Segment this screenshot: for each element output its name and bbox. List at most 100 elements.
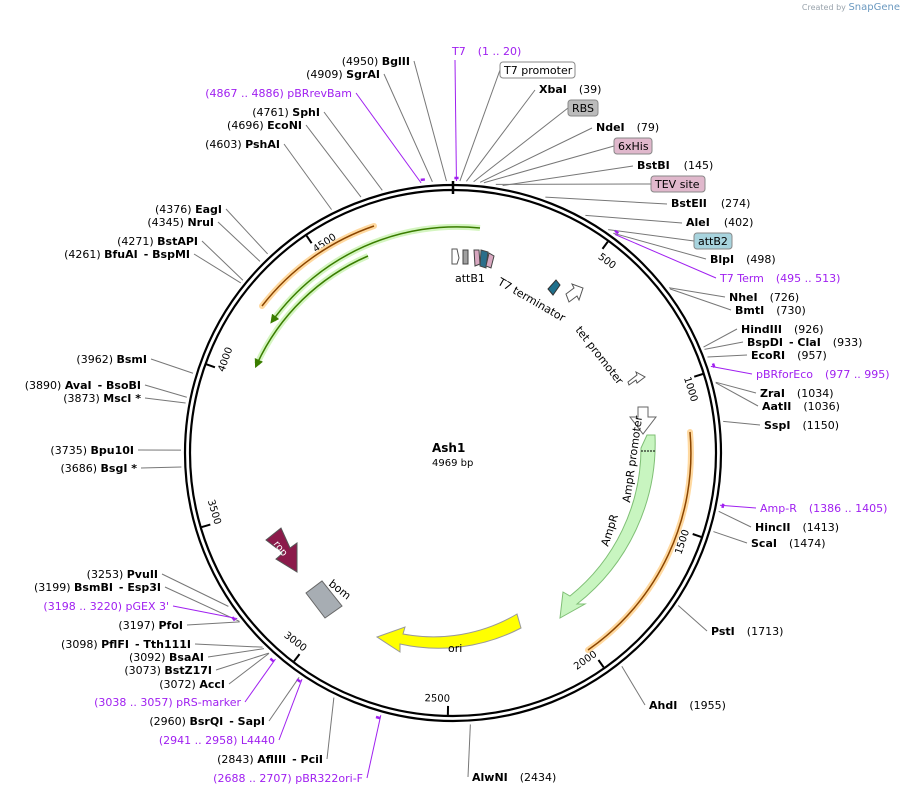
- site-label-pfoi: (3197) PfoI: [118, 619, 183, 632]
- leader-nrui: [217, 221, 261, 262]
- site-label-bsmbi: (3199) BsmBI- Esp3I: [34, 581, 161, 594]
- leader-msci-: [144, 397, 186, 404]
- leader-pbrrevbam: [355, 92, 422, 184]
- primer-mark-t7-term: [614, 229, 620, 235]
- bom-feature-box: [305, 580, 343, 619]
- leader-afliii: [326, 697, 335, 760]
- leader-aatii: [715, 382, 759, 407]
- ampr-promoter-arrow: [628, 406, 658, 435]
- leader-ecori: [707, 354, 748, 358]
- tev-box: [650, 175, 706, 193]
- site-label-hindiii: HindIII(926): [741, 323, 824, 336]
- leader-bsgi-: [140, 466, 182, 469]
- tev-marker: [479, 249, 489, 269]
- site-label-bglii: (4950) BglII: [342, 55, 410, 68]
- leader-top-bsteii: [545, 196, 668, 205]
- snapgene-logo: SnapGene: [848, 2, 900, 13]
- primer-mark-pbr322ori-f: [375, 715, 381, 720]
- tev-box-label: TEV site: [654, 178, 700, 191]
- top-labels: T7(1 .. 20) T7 promoter XbaI(39) RBS Nde…: [451, 45, 753, 250]
- attb2-box-label: attB2: [698, 235, 728, 248]
- site-label-pshai: (4603) PshAI: [205, 138, 280, 151]
- upper-left-orange-arc: [259, 223, 377, 309]
- site-label-bsrqi: (2960) BsrQI- SapI: [149, 715, 265, 728]
- leader-top-ndei: [479, 127, 593, 183]
- tet-promoter-label: tet promoter: [573, 324, 627, 387]
- leader-zrai: [715, 381, 757, 394]
- bstbi-label: BstBI(145): [637, 159, 713, 172]
- leader-top-attb2: [608, 229, 695, 242]
- leader-top-alei: [585, 214, 683, 224]
- leader-nhei: [668, 287, 726, 298]
- rop-feature-arrow: [265, 527, 298, 573]
- leader-sphi: [323, 111, 383, 191]
- attb1-marker: [451, 248, 460, 265]
- leader-pvuii: [161, 573, 229, 607]
- site-label-sspi: SspI(1150): [764, 419, 839, 432]
- tick-label-2500: 2500: [424, 693, 450, 704]
- site-label-ecori: EcoRI(957): [751, 349, 827, 362]
- site-labels: BlpI(498)T7 Term(495 .. 513)NheI(726)Bmt…: [25, 55, 890, 785]
- leader-hindiii: [703, 328, 738, 348]
- leader-pfoi: [186, 621, 240, 626]
- his-box-label: 6xHis: [618, 140, 649, 153]
- leader-econi: [305, 124, 362, 198]
- leader-alwni: [467, 724, 471, 778]
- primer-mark-l4440: [296, 678, 302, 683]
- primer-mark-prs-marker: [269, 657, 275, 663]
- credit-prefix: Created by: [801, 3, 846, 12]
- alei-label: AleI(402): [686, 216, 753, 229]
- t7-promoter-box: [499, 61, 576, 79]
- rbs-marker: [462, 249, 469, 265]
- site-label-econi: (4696) EcoNI: [227, 119, 302, 132]
- site-label-t7-term: T7 Term(495 .. 513): [719, 272, 840, 285]
- ndei-label: NdeI(79): [596, 121, 659, 134]
- leader-psti: [677, 605, 708, 632]
- site-label-acci: (3072) AccI: [159, 678, 225, 691]
- leader-bfuai: [193, 253, 242, 284]
- primer-mark-amp-r: [721, 503, 725, 509]
- site-label-pbrforeco: pBRforEco(977 .. 995): [756, 368, 890, 381]
- tick-500: [601, 241, 609, 250]
- site-label-bspdi: BspDI- ClaI(933): [747, 336, 862, 349]
- leader-bsmbi: [164, 586, 240, 622]
- site-label-bfuai: (4261) BfuAI- BspMI: [64, 248, 190, 261]
- site-label-afliii: (2843) AflIII- PciI: [217, 753, 323, 766]
- leader-pshai: [283, 143, 332, 210]
- tick-1000: [693, 373, 704, 378]
- site-label-l4440: (2941 .. 2958) L4440: [159, 734, 275, 747]
- snapgene-credit: Created by SnapGene: [802, 2, 900, 13]
- tick-label-4000: 4000: [216, 346, 235, 374]
- leader-pbrforeco: [710, 365, 753, 375]
- leader-hincii: [718, 510, 752, 528]
- site-label-blpi: BlpI(498): [710, 253, 776, 266]
- tick-4500: [305, 235, 313, 244]
- leader-pflfi: [194, 643, 263, 648]
- site-label-bstz17i: (3073) BstZ17I: [124, 664, 212, 677]
- primer-mark-pgex-3-: [231, 616, 236, 622]
- leader-bspdi: [704, 341, 744, 350]
- site-label-pbr322ori-f: (2688 .. 2707) pBR322ori-F: [213, 772, 363, 785]
- site-label-sgrai: (4909) SgrAI: [306, 68, 380, 81]
- site-label-nhei: NheI(726): [729, 291, 799, 304]
- leader-bstapi: [201, 240, 244, 281]
- his-box: [613, 137, 653, 155]
- tick-label-3000: 3000: [282, 630, 309, 654]
- attb2-marker: [485, 252, 495, 269]
- site-label-ahdi: AhdI(1955): [649, 699, 726, 712]
- leader-scai: [713, 531, 748, 544]
- rbs-box: [567, 99, 599, 117]
- leader-bmti: [669, 288, 732, 311]
- leader-bstz17i: [215, 652, 269, 671]
- attb1-label: attB1: [455, 272, 485, 285]
- label-leader-lines: [137, 59, 761, 779]
- bsteii-label: BstEII(274): [671, 197, 750, 210]
- xbai-label: XbaI(39): [539, 83, 601, 96]
- site-label-pbrrevbam: (4867 .. 4886) pBRrevBam: [205, 87, 352, 100]
- tick-label-3500: 3500: [205, 498, 223, 526]
- leader-top-t7: [454, 59, 457, 182]
- tet-promoter-arrow: [627, 370, 646, 386]
- ori-label: ori: [448, 642, 462, 655]
- leader-sgrai: [383, 73, 433, 182]
